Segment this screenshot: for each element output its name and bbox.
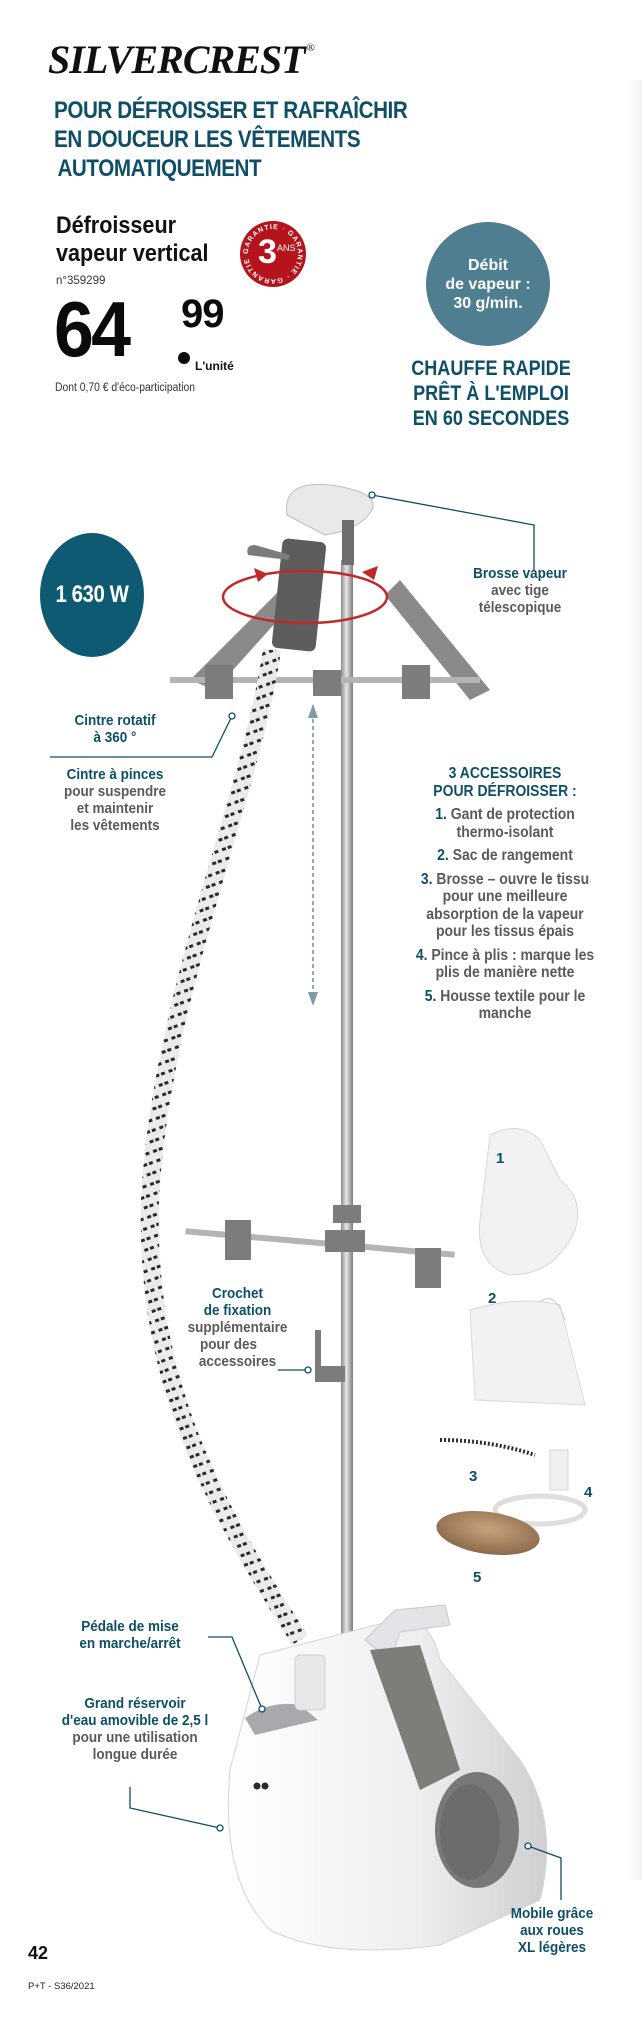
claim-line: EN 60 SECONDES	[412, 407, 570, 430]
accessories-title-line: POUR DÉFROISSER :	[433, 782, 577, 800]
product-title-line: Défroisseur	[56, 212, 177, 239]
badge-line: de vapeur :	[445, 275, 531, 293]
accessory-item: 3. Brosse – ouvre le tissu pour une meil…	[415, 871, 595, 941]
callout-title: de fixation	[203, 1302, 272, 1319]
eco-participation: Dont 0,70 € d'éco-participation	[55, 382, 196, 394]
headline-line: POUR DÉFROISSER ET RAFRAÎCHIR	[54, 97, 408, 124]
accessory-image-number: 3	[469, 1468, 478, 1485]
steam-output-badge: Débit de vapeur : 30 g/min.	[426, 222, 550, 346]
callout-desc: télescopique	[478, 599, 562, 616]
accessory-image-number: 2	[488, 1290, 497, 1307]
callout-desc: supplémentaire	[187, 1319, 288, 1336]
page-number: 42	[28, 1943, 49, 1963]
guarantee-years: 3	[258, 233, 277, 271]
accessory-item: 5. Housse textile pour le manche	[415, 988, 595, 1023]
callout-steam-brush: Brosse vapeur avec tige télescopique	[453, 565, 588, 616]
callout-desc: pour suspendre	[63, 783, 167, 800]
callout-desc: les vêtements	[70, 817, 160, 834]
callout-title: à 360 °	[93, 729, 137, 746]
brand-logo: SilverCrest®	[48, 36, 315, 83]
callout-title: Pédale de mise	[81, 1618, 179, 1635]
accessories-list: 3 ACCESSOIRES POUR DÉFROISSER : 1. Gant …	[415, 765, 595, 1029]
callout-title: Cintre rotatif	[74, 712, 156, 729]
product-title: Défroisseur vapeur vertical	[56, 212, 208, 268]
headline-line: EN DOUCEUR LES VÊTEMENTS	[54, 126, 361, 153]
brand-name-silver: Silver	[48, 37, 184, 82]
footer-code: P+T - S36/2021	[28, 1981, 95, 1992]
callout-accessory-hook: Crochet de fixation supplémentaire pour …	[177, 1285, 299, 1370]
callout-desc: avec tige	[491, 582, 549, 599]
badge-line: 30 g/min.	[453, 294, 523, 312]
guarantee-unit: ANS	[277, 243, 296, 253]
callout-title: Crochet	[211, 1285, 264, 1302]
callout-water-tank: Grand réservoir d'eau amovible de 2,5 l …	[45, 1695, 225, 1763]
claim-line: CHAUFFE RAPIDE	[411, 357, 571, 380]
callout-rotating-hanger: Cintre rotatif à 360 °	[57, 712, 174, 746]
callout-pedal: Pédale de mise en marche/arrêt	[67, 1618, 193, 1652]
badge-line: Débit	[468, 256, 508, 274]
price-cents: 99	[181, 292, 224, 336]
callout-title: Grand réservoir	[84, 1695, 186, 1712]
accessory-image-number: 5	[473, 1569, 482, 1586]
accessory-item: 2. Sac de rangement	[415, 847, 595, 865]
accessory-text: Housse textile pour le manche	[440, 987, 586, 1023]
guarantee-badge: GARANTIE · GARANTIE · GARANTIE · 3 ANS	[240, 221, 306, 287]
product-reference: n°359299	[56, 275, 106, 287]
power-label: 1 630 W	[55, 581, 129, 608]
accessory-item: 1. Gant de protection thermo-isolant	[415, 806, 595, 841]
page-edge-shadow	[627, 80, 642, 1880]
registered-mark: ®	[306, 42, 315, 54]
accessory-number: 2.	[437, 847, 449, 864]
power-badge: 1 630 W	[40, 533, 144, 657]
accessory-number: 4.	[415, 946, 428, 964]
callout-desc: longue durée	[92, 1746, 178, 1763]
callout-title: d'eau amovible de 2,5 l	[61, 1712, 209, 1729]
callout-desc: pour des	[199, 1336, 258, 1353]
callout-title: Brosse vapeur	[473, 565, 567, 582]
price-euros: 64	[54, 285, 131, 373]
callout-title: Mobile grâce	[510, 1905, 594, 1922]
accessory-text: Brosse – ouvre le tissu pour une meilleu…	[426, 870, 590, 941]
accessory-text: Sac de rangement	[452, 847, 573, 864]
accessory-number: 5.	[424, 987, 437, 1005]
callout-title: XL légères	[517, 1939, 587, 1956]
accessory-image-number: 1	[496, 1150, 505, 1167]
product-title-line: vapeur vertical	[56, 240, 209, 267]
callout-wheels: Mobile grâce aux roues XL légères	[498, 1905, 606, 1956]
callout-desc: et maintenir	[76, 800, 154, 817]
headline: POUR DÉFROISSER ET RAFRAÎCHIR EN DOUCEUR…	[54, 96, 467, 183]
accessory-number: 1.	[435, 806, 447, 823]
callout-title: Cintre à pinces	[66, 766, 164, 783]
headline-line: AUTOMATIQUEMENT	[57, 155, 262, 182]
accessory-number: 3.	[420, 870, 433, 888]
accessory-text: Gant de protection thermo-isolant	[450, 806, 575, 841]
guarantee-ring-icon: GARANTIE · GARANTIE · GARANTIE ·	[240, 221, 302, 284]
accessories-title-line: 3 ACCESSOIRES	[448, 765, 562, 782]
callout-clip-hanger: Cintre à pinces pour suspendre et mainte…	[48, 766, 183, 834]
callout-desc: pour une utilisation	[72, 1729, 198, 1746]
price-unit-label: L'unité	[195, 359, 234, 373]
price-dot	[178, 352, 190, 364]
callout-title: en marche/arrêt	[79, 1635, 181, 1652]
accessory-image-number: 4	[584, 1484, 593, 1501]
price: 64 99	[54, 285, 224, 373]
claim-line: PRÊT À L'EMPLOI	[413, 382, 569, 405]
callout-title: aux roues	[520, 1922, 584, 1939]
brand-name-crest: Crest	[182, 37, 306, 82]
quick-heat-claim: CHAUFFE RAPIDE PRÊT À L'EMPLOI EN 60 SEC…	[409, 356, 572, 431]
accessory-item: 4. Pince à plis : marque les plis de man…	[415, 947, 595, 982]
accessories-title: 3 ACCESSOIRES POUR DÉFROISSER :	[415, 765, 595, 800]
accessory-text: Pince à plis : marque les plis de manièr…	[431, 946, 595, 982]
callout-desc: accessoires	[198, 1353, 277, 1370]
